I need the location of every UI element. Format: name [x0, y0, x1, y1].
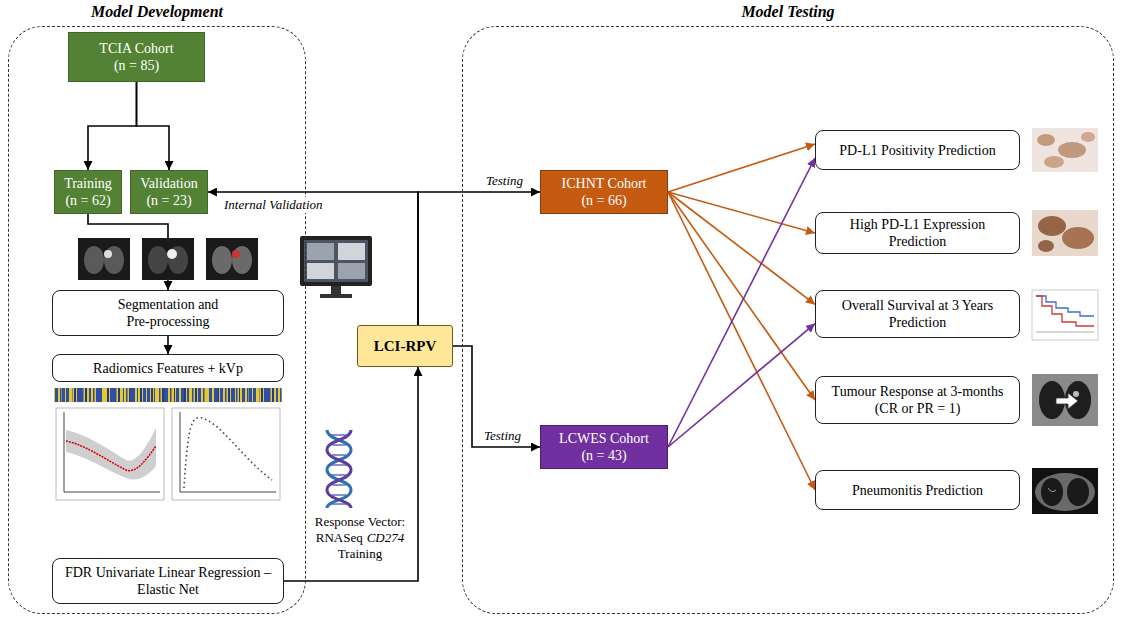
region-heading: Model Testing [463, 2, 1113, 22]
monitor-icon [300, 236, 372, 298]
cohort-box: Validation (n = 23) [130, 170, 208, 214]
survival-curve [1032, 290, 1098, 340]
box-text: TCIA Cohort (n = 85) [94, 40, 179, 74]
annotation-text: CD274 [367, 530, 405, 546]
feature-heatmap [54, 388, 282, 402]
outcome-box: Tumour Response at 3-months (CR or PR = … [815, 376, 1020, 424]
connector [668, 158, 815, 447]
process-box: FDR Univariate Linear Regression – Elast… [52, 558, 284, 604]
outcome-box: PD-L1 Positivity Prediction [815, 130, 1020, 170]
connector [668, 192, 815, 490]
box-text: Tumour Response at 3-months (CR or PR = … [822, 383, 1013, 417]
group-region: Model DevelopmentTCIA Cohort (n = 85)Tra… [8, 26, 306, 614]
region-heading: Model Development [9, 2, 305, 22]
ct-thumbnail [206, 238, 258, 280]
connector [88, 82, 137, 170]
connector [668, 324, 815, 447]
histology-image [1032, 128, 1098, 172]
connector [668, 192, 815, 233]
box-text: Validation (n = 23) [137, 175, 201, 209]
cv-plot [56, 408, 164, 500]
cohort-box: LCWES Cohort (n = 43) [540, 425, 668, 469]
outcome-box: Pneumonitis Prediction [815, 470, 1020, 510]
connector [284, 367, 418, 581]
annotation-text: Response Vector: [315, 514, 405, 530]
outcome-box: High PD-L1 Expression Prediction [815, 212, 1020, 254]
cohort-box: TCIA Cohort (n = 85) [68, 32, 205, 82]
edge-label: Testing [482, 428, 523, 444]
connector [418, 192, 540, 325]
group-region: Model TestingICHNT Cohort (n = 66)LCWES … [462, 26, 1114, 614]
edge-label: Testing [484, 173, 525, 189]
annotation-text: Training [338, 546, 382, 562]
box-text: Radiomics Features + kVp [93, 360, 243, 377]
box-text: Training (n = 62) [61, 175, 115, 209]
feature-heatmap [54, 388, 282, 402]
box-text: High PD-L1 Expression Prediction [822, 216, 1013, 250]
cohort-box: Training (n = 62) [54, 170, 122, 214]
annotation-text: RNASeq [316, 530, 363, 546]
connector [167, 336, 169, 354]
box-text: Pneumonitis Prediction [852, 482, 983, 499]
connector [668, 192, 815, 304]
box-text: Overall Survival at 3 Years Prediction [822, 297, 1013, 331]
connector [668, 144, 815, 192]
ct-thumbnail [78, 238, 130, 280]
edge-label: Internal Validation [222, 197, 325, 213]
box-text: LCI-RPV [374, 338, 437, 355]
box-text: Segmentation and Pre-processing [106, 296, 231, 330]
process-box: Radiomics Features + kVp [52, 354, 284, 382]
cohort-box: ICHNT Cohort (n = 66) [540, 170, 668, 214]
box-text: PD-L1 Positivity Prediction [839, 142, 995, 159]
box-text: FDR Univariate Linear Regression – Elast… [59, 564, 277, 598]
connector [453, 346, 540, 447]
dna-icon [327, 430, 351, 508]
model-box: LCI-RPV [357, 325, 453, 367]
box-text: LCWES Cohort (n = 43) [554, 430, 654, 464]
connector [137, 82, 170, 170]
ct-thumbnail [142, 238, 194, 280]
histology-image [1032, 210, 1098, 256]
deviance-plot [172, 408, 280, 500]
box-text: ICHNT Cohort (n = 66) [554, 175, 654, 209]
outcome-box: Overall Survival at 3 Years Prediction [815, 290, 1020, 338]
process-box: Segmentation and Pre-processing [52, 290, 284, 336]
ct-image [1032, 374, 1098, 426]
connector [668, 192, 815, 400]
ct-image [1032, 468, 1098, 514]
